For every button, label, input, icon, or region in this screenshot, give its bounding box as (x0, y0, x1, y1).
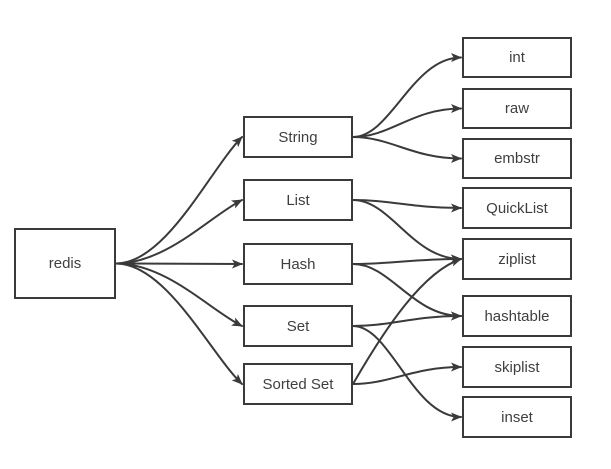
edge-hash-ziplist (352, 254, 462, 265)
edge-redis-list (115, 199, 243, 265)
edge-list-ziplist (352, 199, 462, 264)
node-label-redis: redis (48, 255, 82, 272)
node-raw: raw (462, 88, 572, 129)
edge-redis-set (115, 262, 243, 327)
node-label-hashtable: hashtable (484, 307, 550, 325)
node-label-quicklist: QuickList (486, 199, 548, 217)
edge-string-embstr (352, 136, 462, 163)
node-ziplist: ziplist (462, 238, 572, 280)
node-list: List (243, 179, 353, 221)
node-label-raw: raw (504, 100, 530, 117)
edge-sorted-set-skiplist (352, 362, 462, 385)
edge-set-hashtable (352, 311, 462, 327)
node-inset: inset (462, 396, 572, 438)
edge-redis-hash (115, 259, 243, 269)
edge-hash-hashtable (352, 263, 462, 321)
node-embstr: embstr (462, 138, 572, 179)
node-string: String (243, 116, 353, 158)
node-redis: redis (14, 228, 116, 299)
node-label-embstr: embstr (494, 150, 540, 167)
node-hashtable: hashtable (462, 295, 572, 337)
node-label-int: int (509, 49, 525, 66)
edge-redis-string (115, 136, 243, 265)
node-skiplist: skiplist (462, 346, 572, 388)
node-sorted-set: Sorted Set (243, 363, 353, 405)
edge-sorted-set-ziplist (352, 257, 462, 385)
node-label-hash: Hash (280, 255, 316, 273)
edge-set-inset (352, 325, 462, 422)
node-label-skiplist: skiplist (494, 358, 540, 376)
node-label-sorted-set: Sorted Set (262, 375, 334, 393)
node-quicklist: QuickList (462, 187, 572, 229)
node-label-string: String (278, 128, 318, 146)
node-label-inset: inset (501, 408, 533, 426)
node-int: int (462, 37, 572, 78)
edge-redis-sorted-set (115, 262, 243, 385)
edge-list-quicklist (352, 199, 462, 213)
node-label-set: Set (286, 317, 310, 335)
node-set: Set (243, 305, 353, 347)
node-hash: Hash (243, 243, 353, 285)
edge-string-raw (352, 104, 462, 138)
node-label-list: List (286, 191, 310, 209)
edge-string-int (352, 53, 462, 138)
node-label-ziplist: ziplist (498, 250, 536, 268)
